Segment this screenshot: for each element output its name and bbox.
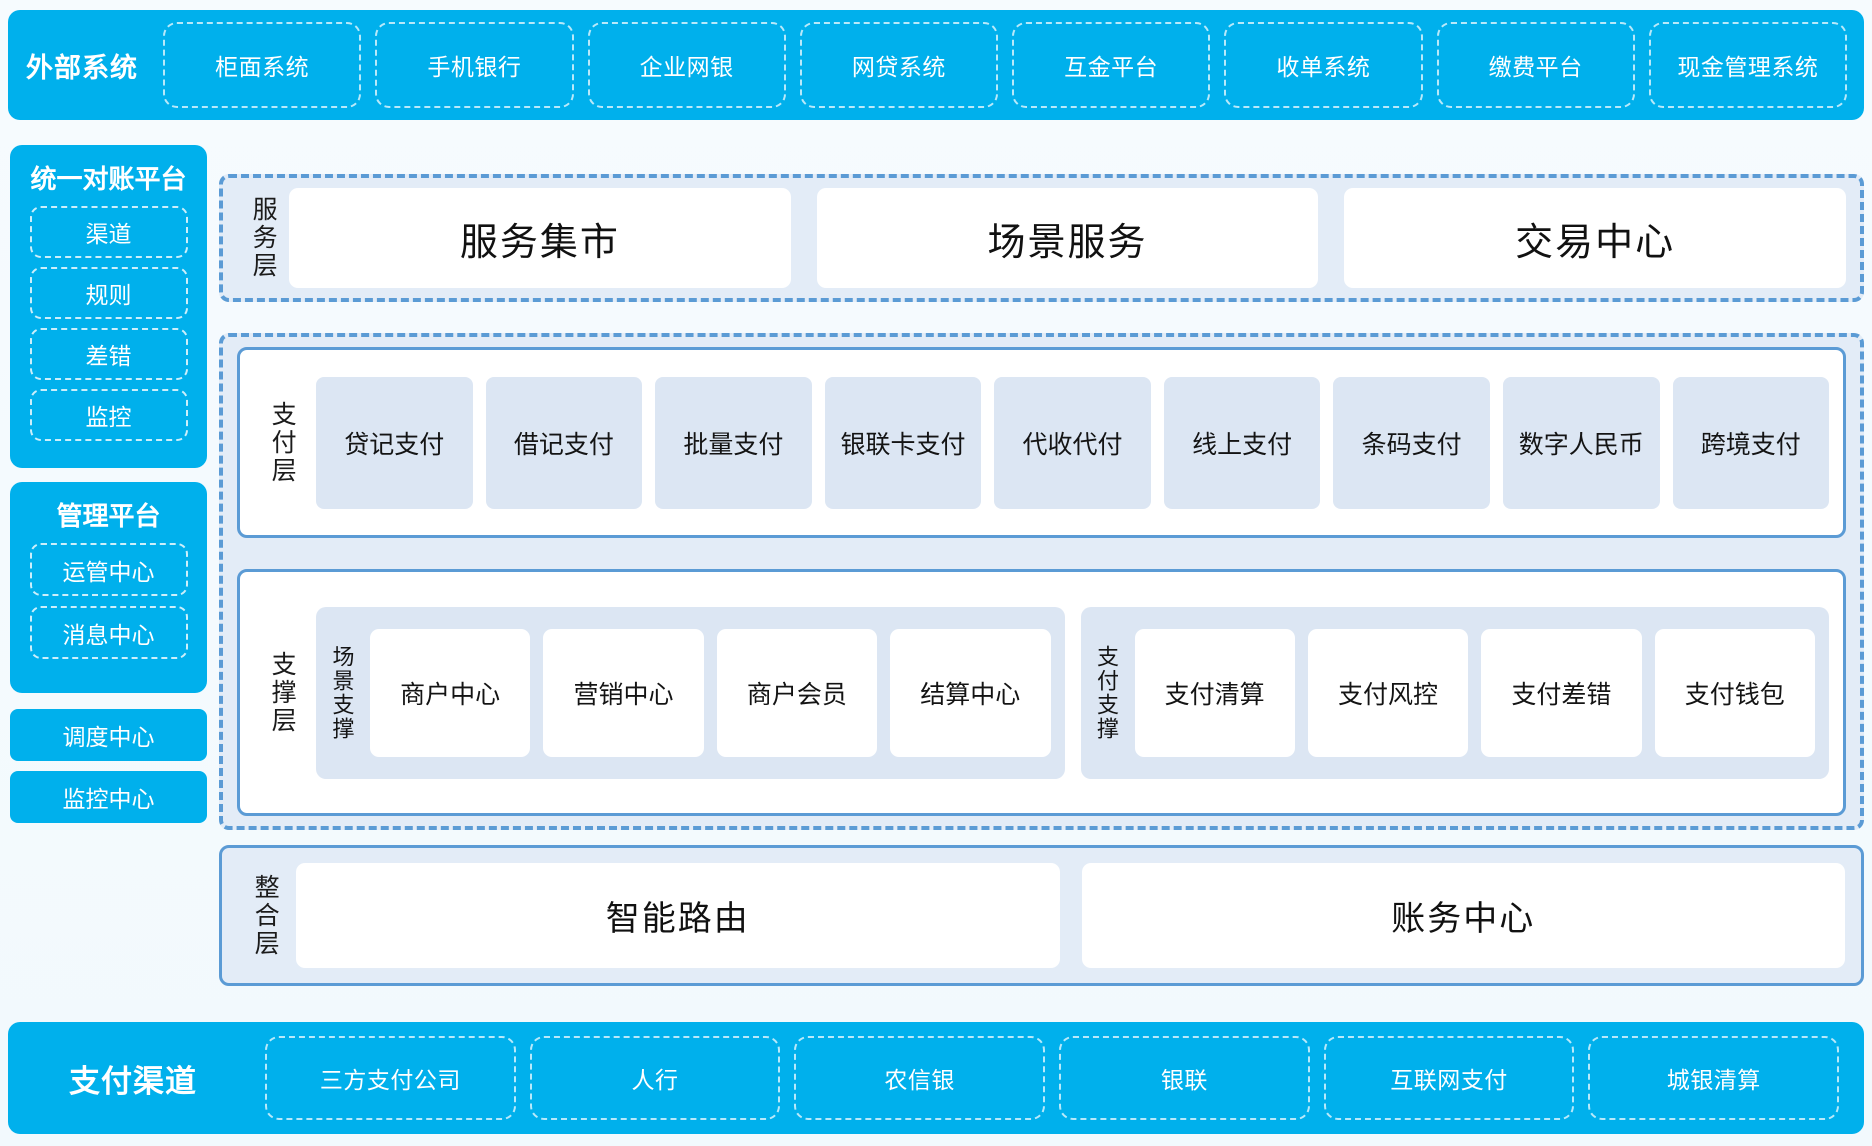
service-layer-zone: 服务层 服务集市 场景服务 交易中心 xyxy=(219,174,1864,302)
core-platform-zone: 支付层 贷记支付 借记支付 批量支付 银联卡支付 代收代付 线上支付 条码支付 … xyxy=(219,333,1864,830)
payment-channel-chip[interactable]: 农信银 xyxy=(794,1036,1046,1120)
integration-layer-zone: 整合层 智能路由 账务中心 xyxy=(219,845,1864,986)
dispatch-center-box[interactable]: 调度中心 xyxy=(10,709,207,761)
external-system-chip[interactable]: 现金管理系统 xyxy=(1648,22,1847,108)
management-platform-title: 管理平台 xyxy=(56,501,161,531)
service-card-transaction[interactable]: 交易中心 xyxy=(1344,188,1847,288)
payment-channel-chip[interactable]: 人行 xyxy=(529,1036,781,1120)
support-layer-panel: 支撑层 场景支撑 商户中心 营销中心 商户会员 结算中心 支付支撑 支付清算 xyxy=(237,569,1846,816)
support-card-marketing-center[interactable]: 营销中心 xyxy=(543,628,704,757)
external-system-chip[interactable]: 收单系统 xyxy=(1224,22,1423,108)
support-card-payment-wallet[interactable]: 支付钱包 xyxy=(1654,628,1815,757)
support-layer-groups: 场景支撑 商户中心 营销中心 商户会员 结算中心 支付支撑 支付清算 支付风控 … xyxy=(316,606,1829,779)
support-group-scenario-label: 场景支撑 xyxy=(329,644,355,741)
payment-card-collection-payment[interactable]: 代收代付 xyxy=(994,376,1151,509)
external-systems-items: 柜面系统 手机银行 企业网银 网贷系统 互金平台 收单系统 缴费平台 现金管理系… xyxy=(156,22,1854,108)
external-systems-bar: 外部系统 柜面系统 手机银行 企业网银 网贷系统 互金平台 收单系统 缴费平台 … xyxy=(8,10,1864,120)
payment-card-online[interactable]: 线上支付 xyxy=(1163,376,1321,509)
payment-channels-bar: 支付渠道 三方支付公司 人行 农信银 银联 互联网支付 城银清算 xyxy=(8,1022,1864,1134)
external-system-chip[interactable]: 互金平台 xyxy=(1012,22,1211,108)
payment-channel-chip[interactable]: 银联 xyxy=(1059,1036,1310,1120)
payment-card-credit[interactable]: 贷记支付 xyxy=(316,376,473,509)
payment-card-batch[interactable]: 批量支付 xyxy=(655,376,812,509)
support-layer-label: 支撑层 xyxy=(268,650,297,735)
reconcile-item-rule[interactable]: 规则 xyxy=(29,267,188,319)
support-card-settlement-center[interactable]: 结算中心 xyxy=(890,628,1051,757)
management-platform-panel: 管理平台 运管中心 消息中心 xyxy=(10,482,207,693)
integration-layer-cards: 智能路由 账务中心 xyxy=(296,863,1845,968)
support-card-merchant-center[interactable]: 商户中心 xyxy=(370,628,531,757)
external-system-chip[interactable]: 手机银行 xyxy=(375,22,574,108)
service-card-scenario[interactable]: 场景服务 xyxy=(816,188,1319,288)
payment-channels-title: 支付渠道 xyxy=(69,1063,197,1099)
payment-channel-chip[interactable]: 互联网支付 xyxy=(1323,1036,1575,1120)
payment-card-debit[interactable]: 借记支付 xyxy=(485,376,643,509)
payment-channel-chip[interactable]: 三方支付公司 xyxy=(265,1036,516,1120)
service-layer-label: 服务层 xyxy=(249,196,278,280)
external-system-chip[interactable]: 柜面系统 xyxy=(163,22,362,108)
reconcile-item-monitor[interactable]: 监控 xyxy=(29,389,188,441)
support-group-scenario-cards: 商户中心 营销中心 商户会员 结算中心 xyxy=(370,628,1051,757)
reconcile-item-channel[interactable]: 渠道 xyxy=(29,206,188,258)
support-group-payment: 支付支撑 支付清算 支付风控 支付差错 支付钱包 xyxy=(1080,606,1829,779)
support-card-payment-error[interactable]: 支付差错 xyxy=(1481,628,1642,757)
support-card-merchant-member[interactable]: 商户会员 xyxy=(716,628,878,757)
payment-layer-label: 支付层 xyxy=(268,400,297,485)
payment-channels-items: 三方支付公司 人行 农信银 银联 互联网支付 城银清算 xyxy=(258,1036,1846,1120)
support-group-payment-label: 支付支撑 xyxy=(1094,644,1120,741)
payment-card-barcode[interactable]: 条码支付 xyxy=(1333,376,1490,509)
payment-card-unionpay[interactable]: 银联卡支付 xyxy=(824,376,982,509)
support-group-scenario: 场景支撑 商户中心 营销中心 商户会员 结算中心 xyxy=(316,606,1065,779)
integration-card-accounting-center[interactable]: 账务中心 xyxy=(1081,863,1845,968)
service-card-marketplace[interactable]: 服务集市 xyxy=(289,188,791,288)
payment-channel-chip[interactable]: 城银清算 xyxy=(1588,1036,1840,1120)
reconcile-platform-panel: 统一对账平台 渠道 规则 差错 监控 xyxy=(10,145,207,468)
integration-layer-label: 整合层 xyxy=(251,873,280,958)
support-card-payment-riskcontrol[interactable]: 支付风控 xyxy=(1307,628,1469,757)
reconcile-platform-title: 统一对账平台 xyxy=(30,164,187,194)
external-systems-title: 外部系统 xyxy=(26,52,138,83)
integration-card-smart-routing[interactable]: 智能路由 xyxy=(296,863,1060,968)
service-layer-cards: 服务集市 场景服务 交易中心 xyxy=(289,188,1847,288)
support-group-payment-cards: 支付清算 支付风控 支付差错 支付钱包 xyxy=(1134,628,1815,757)
payment-card-digital-rmb[interactable]: 数字人民币 xyxy=(1502,376,1660,509)
external-system-chip[interactable]: 网贷系统 xyxy=(799,22,998,108)
payment-layer-panel: 支付层 贷记支付 借记支付 批量支付 银联卡支付 代收代付 线上支付 条码支付 … xyxy=(237,347,1846,538)
external-system-chip[interactable]: 缴费平台 xyxy=(1436,22,1635,108)
reconcile-item-error[interactable]: 差错 xyxy=(29,328,188,380)
payment-layer-cards: 贷记支付 借记支付 批量支付 银联卡支付 代收代付 线上支付 条码支付 数字人民… xyxy=(316,376,1830,509)
management-item-operations-center[interactable]: 运管中心 xyxy=(29,543,188,596)
support-card-payment-clearing[interactable]: 支付清算 xyxy=(1134,628,1295,757)
payment-card-cross-border[interactable]: 跨境支付 xyxy=(1672,376,1830,509)
management-item-message-center[interactable]: 消息中心 xyxy=(29,606,188,659)
external-system-chip[interactable]: 企业网银 xyxy=(587,22,786,108)
monitor-center-box[interactable]: 监控中心 xyxy=(10,771,207,823)
